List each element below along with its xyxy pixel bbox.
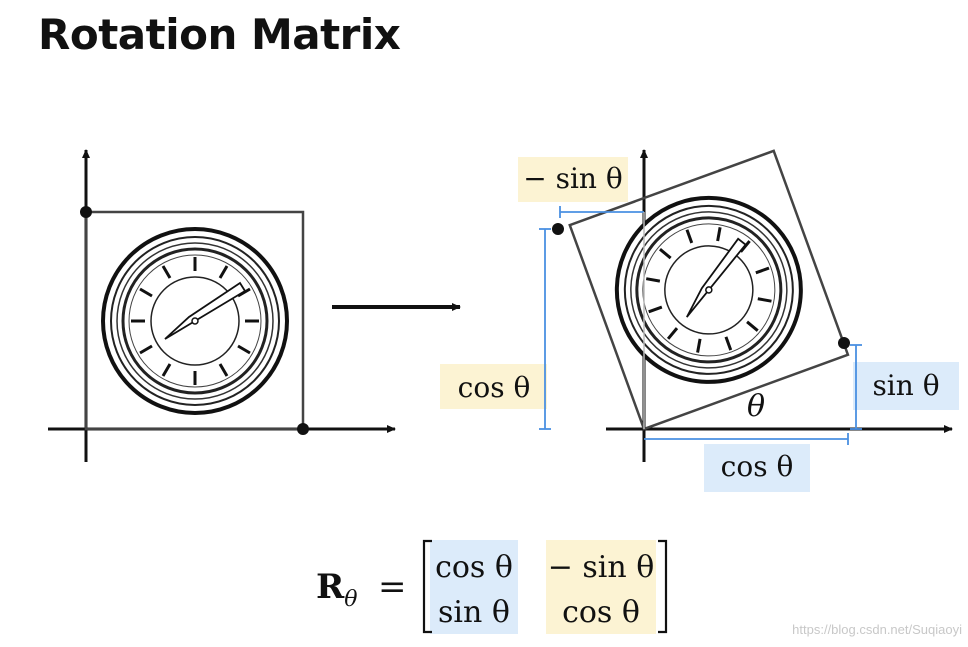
watermark: https://blog.csdn.net/Suqiaoyi bbox=[792, 622, 962, 637]
formula-lhs-bold: R bbox=[316, 567, 345, 607]
left-diagram bbox=[48, 149, 396, 462]
rotated-clock-image bbox=[588, 170, 829, 410]
rotation-formula: Rθ = cos θ − sin θ sin θ cos θ bbox=[316, 539, 668, 634]
matrix-m22: cos θ bbox=[562, 595, 640, 630]
formula-lhs-sub: θ bbox=[344, 587, 357, 612]
rotated-corner-point-right bbox=[838, 337, 850, 349]
formula-lhs: Rθ bbox=[316, 567, 358, 612]
cos-vertical-label-bg bbox=[440, 364, 547, 409]
rotated-corner-point-top bbox=[552, 223, 564, 235]
matrix-m11: cos θ bbox=[435, 550, 513, 585]
left-corner-point-top bbox=[80, 206, 92, 218]
sin-right-label: sin θ bbox=[872, 369, 939, 402]
left-clock-image bbox=[101, 227, 289, 415]
matrix-col2-bg bbox=[546, 540, 656, 634]
rotated-square bbox=[568, 149, 850, 431]
formula-equals: = bbox=[378, 567, 407, 607]
sin-right-label-bg bbox=[853, 362, 959, 410]
matrix-m21: sin θ bbox=[438, 595, 510, 630]
neg-sin-label: − sin θ bbox=[523, 162, 622, 195]
matrix-left-bracket bbox=[422, 539, 432, 634]
matrix-col1-bg bbox=[430, 540, 518, 634]
matrix-m12: − sin θ bbox=[548, 550, 655, 585]
cos-vertical-label: cos θ bbox=[458, 371, 531, 404]
neg-sin-label-bg bbox=[518, 157, 628, 202]
page-title: Rotation Matrix bbox=[38, 10, 401, 59]
left-corner-point-right bbox=[297, 423, 309, 435]
theta-angle-label: θ bbox=[747, 389, 765, 424]
matrix-right-bracket bbox=[658, 539, 668, 634]
cos-bottom-label-bg bbox=[704, 444, 810, 492]
right-diagram: − sin θ cos θ sin θ cos θ θ bbox=[440, 149, 959, 492]
cos-bottom-label: cos θ bbox=[721, 450, 794, 483]
left-square bbox=[84, 210, 305, 431]
